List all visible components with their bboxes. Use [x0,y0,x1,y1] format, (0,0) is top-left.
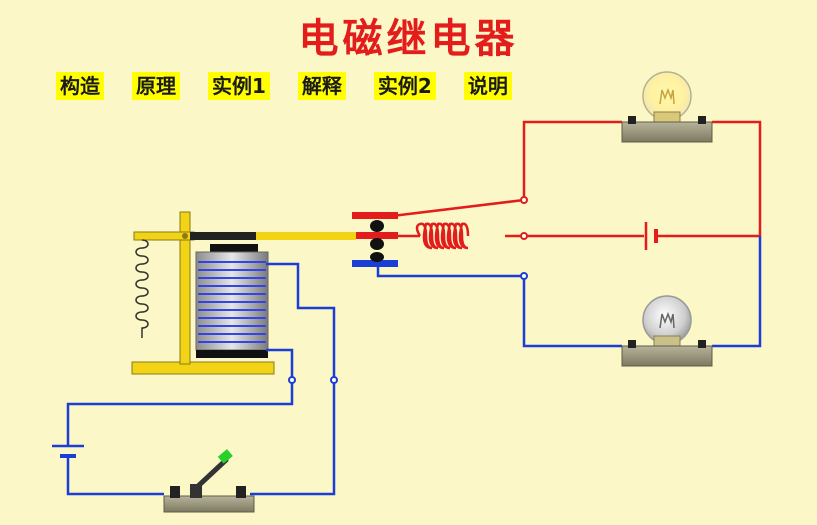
nav-explanation[interactable]: 解释 [297,72,346,100]
switch-icon[interactable] [163,449,255,513]
blue-lamp-circuit [372,236,762,348]
spring-icon [415,222,470,250]
battery-icon [644,222,658,250]
nav-example-1[interactable]: 实例1 [208,72,270,100]
armature-spring-icon [135,239,149,338]
nav-bar: 构造 原理 实例1 解释 实例2 说明 [56,72,512,100]
nav-note[interactable]: 说明 [463,72,512,100]
relay-contacts [352,212,398,267]
control-battery-icon [52,444,84,458]
control-circuit [66,262,336,496]
nav-structure[interactable]: 构造 [56,72,104,100]
lamp-off-icon [621,295,713,367]
nav-example-2[interactable]: 实例2 [373,72,436,100]
page-title: 电磁继电器 [298,15,519,62]
relay-coil-icon [195,244,269,358]
nav-principle[interactable]: 原理 [132,72,180,100]
lamp-on-icon [621,71,713,143]
relay-frame [131,211,356,375]
